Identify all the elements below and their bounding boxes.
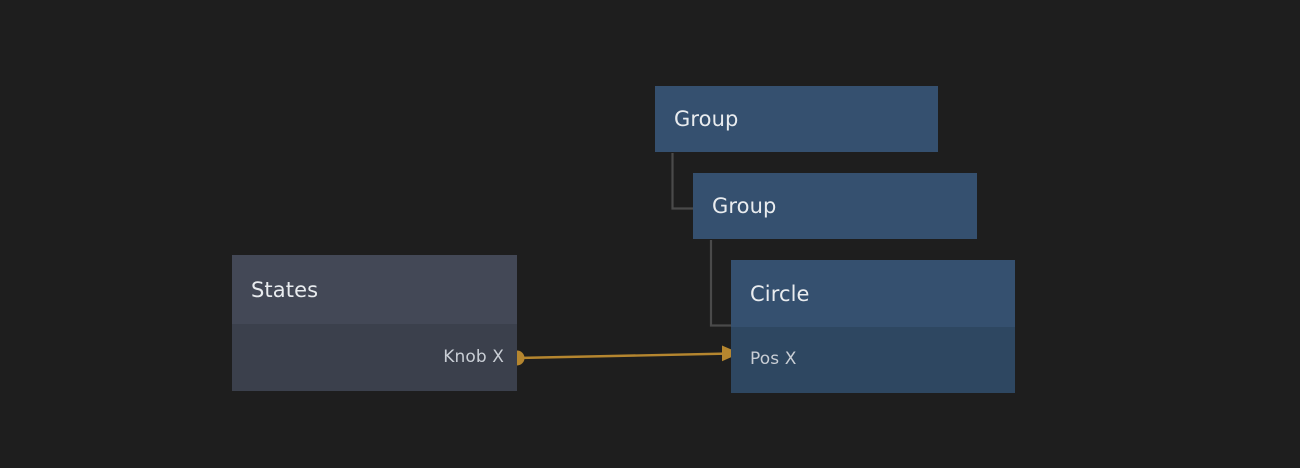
node-states[interactable]: States Knob X [232, 255, 517, 391]
node-title: Circle [750, 281, 810, 306]
node-group-1[interactable]: Group [655, 86, 938, 152]
node-body: Knob X [232, 324, 517, 391]
node-header[interactable]: Group [693, 173, 977, 239]
node-group-2[interactable]: Group [693, 173, 977, 239]
port-label-pos-x: Pos X [750, 349, 797, 369]
node-title: Group [674, 107, 739, 131]
port-row-knob-x[interactable]: Knob X [443, 347, 504, 367]
node-title: Group [712, 194, 777, 218]
node-circle[interactable]: Circle Pos X [731, 260, 1015, 393]
tree-link-group1-to-group2 [671, 153, 693, 210]
port-row-pos-x[interactable]: Pos X [750, 349, 796, 369]
tree-link-group2-to-circle [709, 240, 731, 327]
port-label-knob-x: Knob X [443, 347, 504, 367]
node-header[interactable]: Circle [731, 260, 1015, 327]
connection-knobx-to-posx[interactable] [509, 345, 741, 366]
node-header[interactable]: Group [655, 86, 938, 152]
node-title: States [251, 277, 319, 302]
connection-line [515, 352, 733, 360]
node-body: Pos X [731, 327, 1015, 393]
node-header[interactable]: States [232, 255, 517, 324]
